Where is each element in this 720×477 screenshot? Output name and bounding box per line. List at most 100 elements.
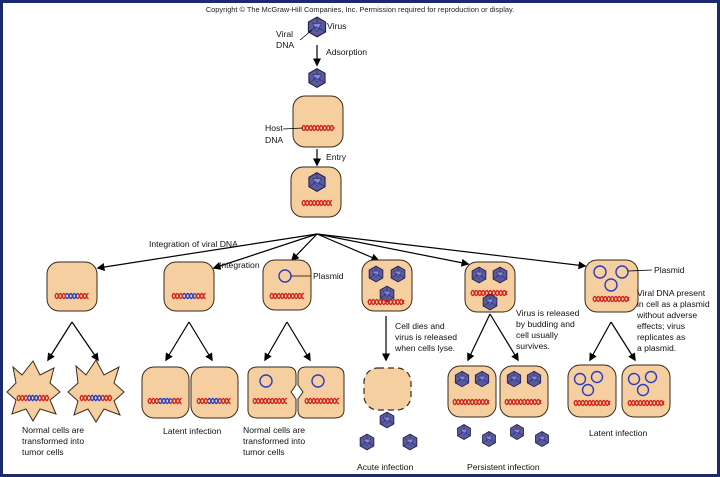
dna-helix — [367, 298, 405, 306]
plasmid-pointer-2 — [627, 269, 653, 272]
entry-label: Entry — [326, 152, 347, 162]
plasmid-label-2: Plasmid — [654, 265, 685, 275]
free-virus — [307, 16, 327, 38]
infected-cell — [290, 166, 342, 218]
dna-helix — [304, 397, 340, 405]
branch-cell-4 — [361, 259, 413, 312]
svg-text:survives.: survives. — [516, 341, 550, 351]
svg-text:in cell as a plasmid: in cell as a plasmid — [637, 299, 710, 309]
plasmid-note: Viral DNA present in cell as a plasmid w… — [636, 288, 710, 353]
svg-text:virus is released: virus is released — [395, 332, 457, 342]
tumor-cell-2 — [67, 359, 125, 423]
host-dna-label-1: Host — [265, 123, 283, 133]
outcome-tumor-2-line-3: tumor cells — [243, 447, 285, 457]
dna-helix — [301, 199, 332, 207]
outcome-tumor-1-line-1: Normal cells are — [22, 425, 84, 435]
svg-text:replicates as: replicates as — [637, 332, 685, 342]
svg-text:a plasmid.: a plasmid. — [637, 343, 676, 353]
outcome-arrows — [47, 313, 636, 362]
virus-particle-icon — [402, 433, 418, 451]
dna-helix — [196, 397, 231, 405]
host-cell — [292, 95, 344, 148]
host-dna-pointer — [282, 127, 304, 130]
virus-particle-icon — [482, 293, 498, 311]
dna-helix — [54, 292, 89, 300]
dna-helix — [269, 292, 305, 300]
svg-text:Cell dies and: Cell dies and — [395, 321, 445, 331]
dna-helix — [171, 292, 206, 300]
lytic-note: Cell dies and virus is released when cel… — [394, 321, 457, 353]
plasmid-label-1: Plasmid — [313, 271, 344, 281]
copyright-notice: Copyright © The McGraw-Hill Companies, I… — [206, 5, 514, 14]
virus-particle-icon — [457, 424, 471, 440]
viral-dna-pointer — [299, 29, 313, 41]
virus-particle-icon — [368, 265, 384, 283]
outcome-latent-1: Latent infection — [163, 426, 222, 436]
lysed-cell — [359, 367, 418, 451]
svg-text:cell usually: cell usually — [516, 330, 559, 340]
dna-helix — [452, 398, 490, 406]
outcome-acute: Acute infection — [357, 462, 414, 472]
latent-cells-1 — [141, 366, 239, 419]
svg-text:when cells lyse.: when cells lyse. — [394, 343, 455, 353]
svg-text:Virus is released: Virus is released — [516, 308, 580, 318]
dna-helix — [147, 397, 182, 405]
branch-cell-5 — [464, 261, 516, 313]
virus-particle-icon — [359, 433, 375, 451]
virus-particle-icon — [535, 431, 549, 447]
virus-particle-icon — [454, 370, 470, 388]
dna-helix — [79, 394, 113, 402]
integration-label: Integration — [219, 260, 260, 270]
adsorbed-virus — [308, 68, 326, 88]
branch-cell-2 — [163, 261, 215, 312]
virus-particle-icon — [526, 370, 542, 388]
branch-cell-6 — [584, 259, 639, 313]
adsorption-label: Adsorption — [326, 47, 367, 57]
outcome-tumor-2-line-2: transformed into — [243, 436, 305, 446]
virus-particle-icon — [390, 265, 406, 283]
outcome-tumor-1-line-2: transformed into — [22, 436, 84, 446]
outcome-tumor-2-line-1: Normal cells are — [243, 425, 305, 435]
integration-of-viral-dna-label: Integration of viral DNA — [149, 239, 238, 249]
viral-infection-diagram: Copyright © The McGraw-Hill Companies, I… — [6, 5, 710, 472]
outcome-latent-2: Latent infection — [589, 428, 648, 438]
virus-particle-icon — [492, 266, 508, 284]
svg-text:without adverse: without adverse — [636, 310, 697, 320]
branch-arrows — [96, 233, 587, 271]
budding-note: Virus is released by budding and cell us… — [516, 308, 580, 351]
branch-cell-3 — [262, 259, 312, 311]
virus-particle-icon — [308, 172, 326, 192]
virus-particle-icon — [307, 16, 327, 38]
virus-particle-icon — [379, 411, 395, 429]
svg-text:Viral DNA present: Viral DNA present — [637, 288, 706, 298]
host-dna-label-2: DNA — [265, 135, 283, 145]
dna-helix — [16, 394, 50, 402]
outcome-tumor-1-line-3: tumor cells — [22, 447, 64, 457]
branch-cell-1 — [46, 261, 98, 312]
virus-particle-icon — [506, 370, 522, 388]
budding-cells — [447, 365, 549, 447]
dna-helix — [470, 289, 508, 297]
virus-particle-icon — [474, 370, 490, 388]
dna-helix — [573, 399, 611, 407]
dna-helix — [252, 397, 288, 405]
viral-dna-label-2: DNA — [276, 40, 294, 50]
virus-particle-icon — [379, 285, 395, 303]
dna-helix — [592, 295, 630, 303]
virus-particle-icon — [510, 424, 524, 440]
viral-dna-label-1: Viral — [276, 29, 293, 39]
virus-label: Virus — [327, 21, 346, 31]
dna-helix — [504, 398, 542, 406]
tumor-plasmid-cells — [247, 366, 345, 419]
latent-cells-2 — [567, 364, 671, 418]
dna-helix — [301, 124, 335, 132]
svg-text:by budding and: by budding and — [516, 319, 575, 329]
tumor-cell-1 — [6, 360, 61, 422]
virus-particle-icon — [482, 431, 496, 447]
dna-helix — [627, 399, 665, 407]
outcome-persistent: Persistent infection — [467, 462, 540, 472]
svg-text:effects; virus: effects; virus — [637, 321, 685, 331]
virus-particle-icon — [308, 68, 326, 88]
virus-particle-icon — [471, 266, 487, 284]
